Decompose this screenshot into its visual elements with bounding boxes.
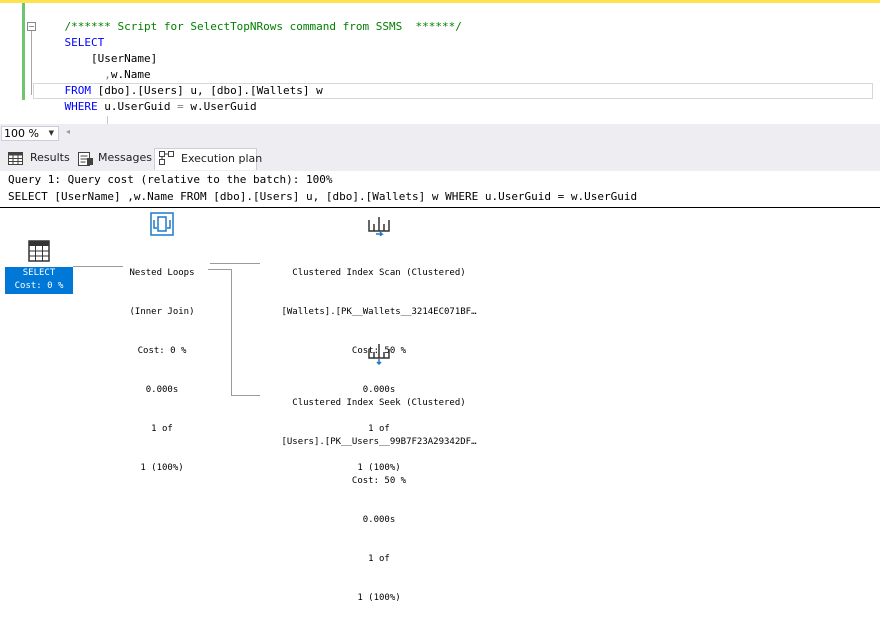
connector-select-nested (73, 266, 123, 267)
chevron-down-icon[interactable]: ▼ (48, 129, 54, 137)
index-scan-details[interactable]: Clustered Index Scan (Clustered) [Wallet… (250, 241, 508, 501)
editor-line-2[interactable]: SELECT (38, 19, 105, 67)
plan-separator (0, 207, 880, 208)
index-seek-title: Clustered Index Seek (Clustered) (292, 398, 466, 408)
grid-icon (8, 152, 23, 165)
zoom-select[interactable]: 100 % ▼ (1, 126, 59, 141)
editor-top-strip (0, 0, 880, 3)
editor-line-3[interactable]: [UserName] (38, 35, 157, 83)
select-node[interactable]: SELECT Cost: 0 % (5, 267, 73, 294)
index-scan-pct: 1 (100%) (357, 463, 401, 473)
editor-line-1[interactable]: /****** Script for SelectTopNRows comman… (38, 3, 462, 51)
editor-line-4[interactable]: ,w.Name (38, 51, 151, 99)
select-result-icon[interactable] (28, 240, 50, 262)
select-node-cost: Cost: 0 % (14, 281, 64, 291)
sql-from-tables: [dbo].[Users] u, [dbo].[Wallets] w (91, 84, 323, 97)
sql-keyword-select: SELECT (64, 36, 105, 49)
execution-plan-pane[interactable]: Query 1: Query cost (relative to the bat… (0, 171, 880, 603)
index-seek-pct: 1 (100%) (357, 593, 401, 603)
index-scan-time: 0.000s (362, 385, 396, 395)
query-sql-text: SELECT [UserName] ,w.Name FROM [dbo].[Us… (8, 190, 638, 203)
select-node-label: SELECT (22, 268, 56, 278)
editor-line-6[interactable]: WHERE u.UserGuid = w.UserGuid (38, 83, 257, 131)
connector-nested-scan (210, 263, 260, 264)
execution-plan-icon (159, 151, 174, 165)
nested-loops-title: Nested Loops (129, 268, 195, 278)
index-seek-object: [Users].[PK__Users__99B7F23A29342DF… (281, 437, 477, 447)
connector-nested-seek-vertical (231, 269, 232, 396)
tab-execution-plan-label: Execution plan (181, 152, 263, 165)
sql-keyword-from: FROM (64, 84, 92, 97)
tab-messages[interactable]: Messages (74, 148, 152, 170)
query-cost-header: Query 1: Query cost (relative to the bat… (8, 173, 333, 186)
index-scan-rows: 1 of (368, 424, 390, 434)
index-seek-details[interactable]: Clustered Index Seek (Clustered) [Users]… (250, 371, 508, 631)
collapse-region-icon[interactable]: − (27, 22, 36, 31)
index-scan-cost: Cost: 50 % (351, 346, 407, 356)
nested-loops-subtitle: (Inner Join) (129, 307, 195, 317)
current-line-highlight (33, 83, 873, 99)
messages-icon (78, 152, 93, 166)
nested-loops-pct: 1 (100%) (140, 463, 184, 473)
tab-messages-label: Messages (98, 151, 152, 164)
region-guide-line (31, 31, 32, 95)
zoom-value: 100 % (4, 127, 39, 140)
query-editor[interactable]: − /****** Script for SelectTopNRows comm… (0, 3, 880, 127)
results-tab-bar: Results Messages Execution plan (0, 143, 880, 171)
index-scan-icon[interactable] (366, 214, 392, 236)
nested-loops-rows: 1 of (151, 424, 173, 434)
tab-results-label: Results (30, 151, 70, 164)
editor-line-5[interactable]: FROM [dbo].[Users] u, [dbo].[Wallets] w (38, 67, 323, 115)
sql-keyword-where: WHERE (64, 100, 98, 113)
sql-comment: /****** Script for SelectTopNRows comman… (64, 20, 462, 33)
sql-column-username: [UserName] (64, 52, 158, 65)
tab-execution-plan[interactable]: Execution plan (154, 148, 262, 170)
nested-loops-cost: Cost: 0 % (137, 346, 187, 356)
connector-nested-seek-horizontal (231, 395, 260, 396)
index-seek-time: 0.000s (362, 515, 396, 525)
sql-equals: = (177, 100, 184, 113)
nested-loops-details[interactable]: Nested Loops (Inner Join) Cost: 0 % 0.00… (100, 241, 224, 501)
zoom-bar: 100 % ▼ ◂ (0, 124, 880, 143)
index-seek-rows: 1 of (368, 554, 390, 564)
scroll-left-icon[interactable]: ◂ (66, 127, 71, 136)
index-scan-title: Clustered Index Scan (Clustered) (292, 268, 466, 278)
tab-results[interactable]: Results (4, 148, 72, 170)
index-seek-cost: Cost: 50 % (351, 476, 407, 486)
sql-where-right: w.UserGuid (183, 100, 257, 113)
saved-changes-margin (22, 3, 25, 100)
sql-comma: , (64, 68, 111, 81)
index-seek-icon[interactable] (366, 341, 392, 365)
sql-where-left: u.UserGuid (97, 100, 178, 113)
nested-loops-time: 0.000s (145, 385, 179, 395)
sql-column-name: w.Name (110, 68, 151, 81)
index-scan-object: [Wallets].[PK__Wallets__3214EC071BF… (281, 307, 477, 317)
text-cursor (107, 116, 108, 127)
connector-nested-seek-stub (208, 269, 232, 270)
nested-loops-icon[interactable] (150, 212, 174, 236)
